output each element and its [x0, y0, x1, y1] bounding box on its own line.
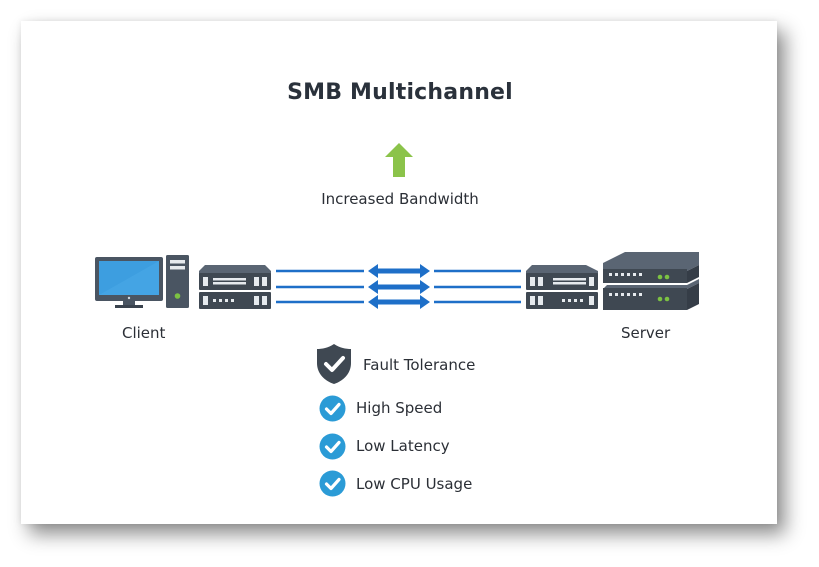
bandwidth-label: Increased Bandwidth — [321, 190, 479, 208]
channels-group — [276, 264, 521, 309]
feature-label: High Speed — [356, 399, 443, 417]
server-label: Server — [621, 324, 671, 342]
check-circle-icon — [319, 433, 346, 460]
client-computer-icon — [95, 255, 189, 308]
bandwidth-up-arrow-icon — [385, 143, 413, 177]
diagram-title: SMB Multichannel — [287, 80, 513, 105]
feature-label: Low CPU Usage — [356, 475, 473, 493]
server-switch-icon — [526, 265, 598, 309]
check-circle-icon — [319, 395, 346, 422]
client-switch-icon — [199, 265, 271, 309]
channel-3 — [276, 295, 521, 309]
channel-1 — [276, 264, 521, 278]
shield-check-icon — [317, 344, 351, 384]
bidirectional-arrow-icon — [368, 280, 430, 294]
server-icon — [603, 252, 699, 310]
bidirectional-arrow-icon — [368, 264, 430, 278]
client-label: Client — [122, 324, 166, 342]
bidirectional-arrow-icon — [368, 295, 430, 309]
feature-label: Low Latency — [356, 437, 450, 455]
feature-label: Fault Tolerance — [363, 356, 476, 374]
check-circle-icon — [319, 470, 346, 497]
channel-2 — [276, 280, 521, 294]
